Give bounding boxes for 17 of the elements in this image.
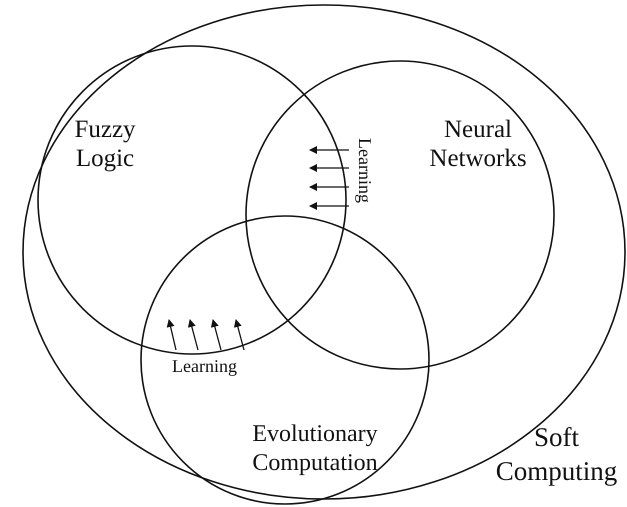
set-circle <box>37 45 347 355</box>
learning-label: Learning <box>354 138 375 203</box>
arrow <box>210 319 222 350</box>
set-circle <box>245 60 555 370</box>
arrow <box>309 183 349 191</box>
arrow <box>309 202 349 210</box>
set-label: Evolutionary Computation <box>251 420 379 478</box>
arrow <box>234 319 245 350</box>
set-circle <box>140 215 430 505</box>
arrow <box>309 146 349 154</box>
learning-label: Learning <box>172 356 237 377</box>
arrow <box>166 319 177 350</box>
set-label: Soft Computing <box>494 421 618 488</box>
arrow <box>309 164 349 172</box>
arrow <box>188 319 199 350</box>
set-label: Neural Networks <box>428 115 528 173</box>
set-label: Fuzzy Logic <box>73 115 137 173</box>
